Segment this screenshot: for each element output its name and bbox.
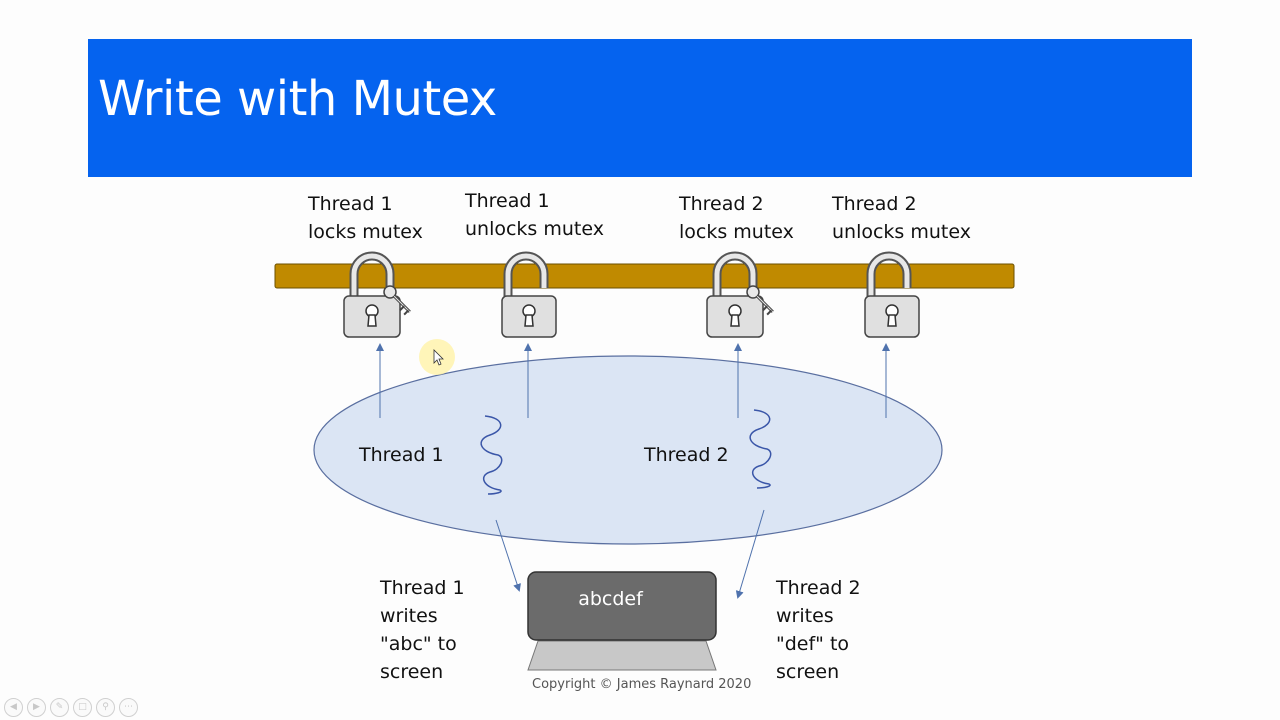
- write-2-line-4: screen: [776, 661, 840, 683]
- write-1-line-2: writes: [380, 605, 438, 627]
- mutex-event-label-4: Thread 2 unlocks mutex: [832, 190, 971, 246]
- event-1-line-2: locks mutex: [308, 221, 423, 243]
- write-2-line-2: writes: [776, 605, 834, 627]
- mutex-event-label-1: Thread 1 locks mutex: [308, 190, 423, 246]
- mutex-bar: [274, 263, 1015, 289]
- pen-icon[interactable]: ✎: [50, 698, 69, 717]
- key-icon: [383, 285, 411, 316]
- write-2-line-1: Thread 2: [776, 577, 861, 599]
- copyright-text: Copyright © James Raynard 2020: [532, 677, 752, 692]
- write-1-line-3: "abc" to: [380, 633, 457, 655]
- next-slide-icon[interactable]: ▶: [27, 698, 46, 717]
- key-icon: [746, 285, 774, 316]
- event-2-line-2: unlocks mutex: [465, 218, 604, 240]
- title-banner: Write with Mutex: [88, 39, 1192, 177]
- write-2-line-3: "def" to: [776, 633, 850, 655]
- more-options-icon[interactable]: ⋯: [119, 698, 138, 717]
- thread-squiggle-icon: [480, 415, 503, 495]
- slides-icon[interactable]: □: [73, 698, 92, 717]
- event-3-line-2: locks mutex: [679, 221, 794, 243]
- thread-1-writes-label: Thread 1 writes "abc" to screen: [380, 574, 465, 686]
- player-controls: ◀ ▶ ✎ □ ⚲ ⋯: [4, 698, 138, 717]
- monitor-icon: [527, 571, 717, 671]
- event-4-line-2: unlocks mutex: [832, 221, 971, 243]
- previous-slide-icon[interactable]: ◀: [4, 698, 23, 717]
- padlock-icon: [864, 251, 920, 338]
- process-ellipse: [313, 355, 943, 545]
- event-3-line-1: Thread 2: [679, 193, 764, 215]
- padlock-icon: [706, 251, 764, 338]
- event-1-line-1: Thread 1: [308, 193, 393, 215]
- padlock-icon: [501, 251, 557, 338]
- mouse-cursor-icon: [419, 339, 455, 375]
- write-1-line-4: screen: [380, 661, 444, 683]
- thread-2-writes-label: Thread 2 writes "def" to screen: [776, 574, 861, 686]
- thread-1-label: Thread 1: [359, 444, 444, 466]
- screen-output: abcdef: [578, 588, 643, 610]
- write-1-line-1: Thread 1: [380, 577, 465, 599]
- zoom-icon[interactable]: ⚲: [96, 698, 115, 717]
- event-4-line-1: Thread 2: [832, 193, 917, 215]
- thread-squiggle-icon: [749, 409, 772, 489]
- slide-title: Write with Mutex: [98, 71, 497, 127]
- arrow-thread1-to-screen: [495, 519, 521, 592]
- arrow-thread2-to-screen: [735, 509, 765, 599]
- mutex-event-label-2: Thread 1 unlocks mutex: [465, 187, 604, 243]
- thread-2-label: Thread 2: [644, 444, 729, 466]
- event-2-line-1: Thread 1: [465, 190, 550, 212]
- mutex-event-label-3: Thread 2 locks mutex: [679, 190, 794, 246]
- padlock-icon: [343, 251, 401, 338]
